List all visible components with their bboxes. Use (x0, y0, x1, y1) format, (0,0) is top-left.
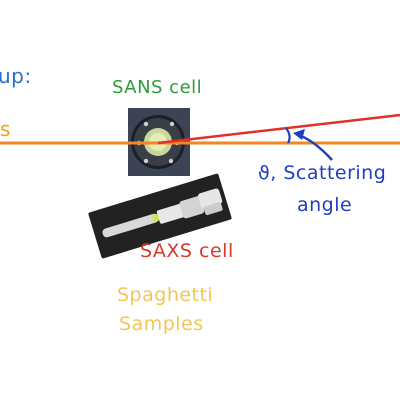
setup-label-fragment: up: (0, 64, 32, 88)
saxs-cell-image (88, 173, 232, 259)
sans-cell-label: SANS cell (112, 77, 203, 98)
scattering-angle-label-line1: ϑ, Scattering (258, 162, 387, 184)
samples-label-line1: Spaghetti (117, 284, 214, 306)
samples-label-line2: Samples (119, 313, 204, 335)
scattered-beam (157, 113, 400, 145)
scattering-angle-label-line2: angle (297, 194, 353, 216)
angle-arc (285, 127, 291, 144)
beam-label-fragment: s (0, 117, 11, 141)
saxs-cell-label: SAXS cell (140, 240, 234, 262)
angle-pointer-arrowhead (293, 129, 305, 140)
